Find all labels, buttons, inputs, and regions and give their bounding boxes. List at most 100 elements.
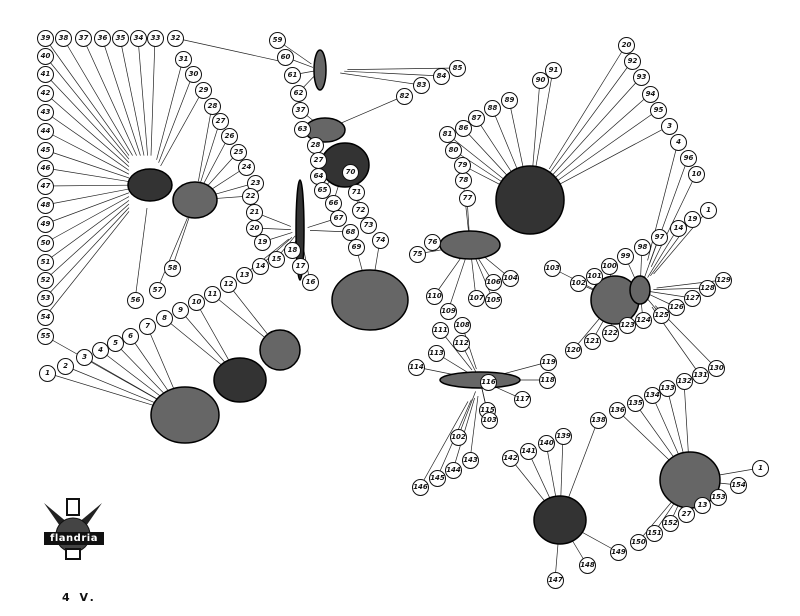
leader-line	[99, 349, 169, 403]
engine-part	[439, 230, 501, 260]
part-number-callout: 37	[292, 102, 309, 119]
part-number-callout: 33	[147, 30, 164, 47]
part-number-callout: 154	[730, 477, 747, 494]
leader-line	[198, 105, 213, 182]
part-number-callout: 131	[692, 367, 709, 384]
part-number-callout: 31	[175, 51, 192, 68]
part-number-callout: 133	[659, 380, 676, 397]
part-number-callout: 113	[428, 345, 445, 362]
leader-line	[158, 73, 194, 163]
leader-line	[545, 442, 558, 505]
leader-line	[46, 372, 158, 407]
part-number-callout: 118	[539, 372, 556, 389]
part-number-callout: 93	[633, 69, 650, 86]
part-number-callout: 83	[413, 77, 430, 94]
part-number-callout: 4	[92, 342, 109, 359]
part-number-callout: 81	[439, 126, 456, 143]
part-number-callout: 72	[352, 202, 369, 219]
part-number-callout: 103	[481, 412, 498, 429]
part-number-callout: 3	[661, 118, 678, 135]
leader-line	[551, 76, 642, 176]
part-number-callout: 99	[617, 248, 634, 265]
part-number-callout: 89	[501, 92, 518, 109]
part-number-callout: 29	[195, 82, 212, 99]
part-number-callout: 77	[459, 190, 476, 207]
part-number-callout: 116	[480, 374, 497, 391]
part-number-callout: 38	[55, 30, 72, 47]
part-number-callout: 27	[310, 152, 327, 169]
engine-part	[150, 386, 220, 444]
leader-line	[44, 92, 130, 167]
leader-line	[156, 217, 188, 291]
leader-line	[243, 238, 290, 276]
leader-line	[534, 69, 554, 175]
part-number-callout: 101	[586, 268, 603, 285]
leader-line	[44, 55, 130, 160]
part-number-callout: 3	[76, 349, 93, 366]
logo-text: flandria	[44, 532, 104, 545]
leader-line	[419, 401, 469, 488]
part-number-callout: 41	[37, 66, 54, 83]
part-number-callout: 140	[538, 435, 555, 452]
part-number-callout: 53	[37, 290, 54, 307]
part-number-callout: 37	[75, 30, 92, 47]
part-number-callout: 16	[302, 274, 319, 291]
leader-line	[340, 95, 405, 124]
part-number-callout: 111	[432, 322, 449, 339]
part-number-callout: 12	[220, 276, 237, 293]
part-number-callout: 24	[238, 159, 255, 176]
part-number-callout: 147	[547, 572, 564, 589]
engine-part	[629, 275, 651, 305]
part-number-callout: 139	[555, 428, 572, 445]
leader-line	[557, 125, 670, 186]
part-number-callout: 141	[520, 443, 537, 460]
leader-line	[555, 109, 659, 183]
part-number-callout: 1	[39, 365, 56, 382]
part-number-callout: 132	[676, 373, 693, 390]
leader-line	[44, 167, 130, 182]
engine-part	[313, 49, 327, 91]
part-number-callout: 84	[433, 68, 450, 85]
part-number-callout: 145	[429, 470, 446, 487]
part-number-callout: 130	[708, 360, 725, 377]
part-number-callout: 151	[646, 525, 663, 542]
part-number-callout: 136	[609, 402, 626, 419]
leader-line	[62, 37, 133, 156]
part-number-callout: 138	[590, 412, 607, 429]
part-number-callout: 75	[409, 246, 426, 263]
leader-line	[146, 325, 178, 398]
part-number-callout: 102	[570, 275, 587, 292]
leader-line	[567, 419, 599, 501]
part-number-callout: 4	[670, 134, 687, 151]
part-number-callout: 107	[468, 290, 485, 307]
leader-line	[469, 395, 479, 461]
leader-line	[44, 149, 130, 179]
part-number-callout: 40	[37, 48, 54, 65]
part-number-callout: 25	[230, 144, 247, 161]
part-number-callout: 15	[268, 251, 285, 268]
leader-line	[119, 37, 145, 156]
part-number-callout: 32	[167, 30, 184, 47]
part-number-callout: 102	[450, 429, 467, 446]
part-number-callout: 123	[619, 317, 636, 334]
part-number-callout: 109	[440, 303, 457, 320]
part-number-callout: 21	[246, 204, 263, 221]
part-number-callout: 129	[715, 272, 732, 289]
part-number-callout: 135	[627, 395, 644, 412]
part-number-callout: 127	[684, 290, 701, 307]
part-number-callout: 28	[204, 98, 221, 115]
part-number-callout: 61	[284, 67, 301, 84]
part-number-callout: 103	[544, 260, 561, 277]
part-number-callout: 13	[236, 267, 253, 284]
leader-line	[129, 335, 175, 400]
part-number-callout: 100	[601, 258, 618, 275]
part-number-callout: 85	[449, 60, 466, 77]
leader-line	[653, 287, 708, 290]
part-number-callout: 17	[292, 258, 309, 275]
part-number-callout: 92	[624, 53, 641, 70]
part-number-callout: 27	[678, 506, 695, 523]
leader-line	[163, 317, 226, 368]
part-number-callout: 54	[37, 309, 54, 326]
part-number-callout: 7	[139, 318, 156, 335]
leader-line	[527, 450, 554, 507]
